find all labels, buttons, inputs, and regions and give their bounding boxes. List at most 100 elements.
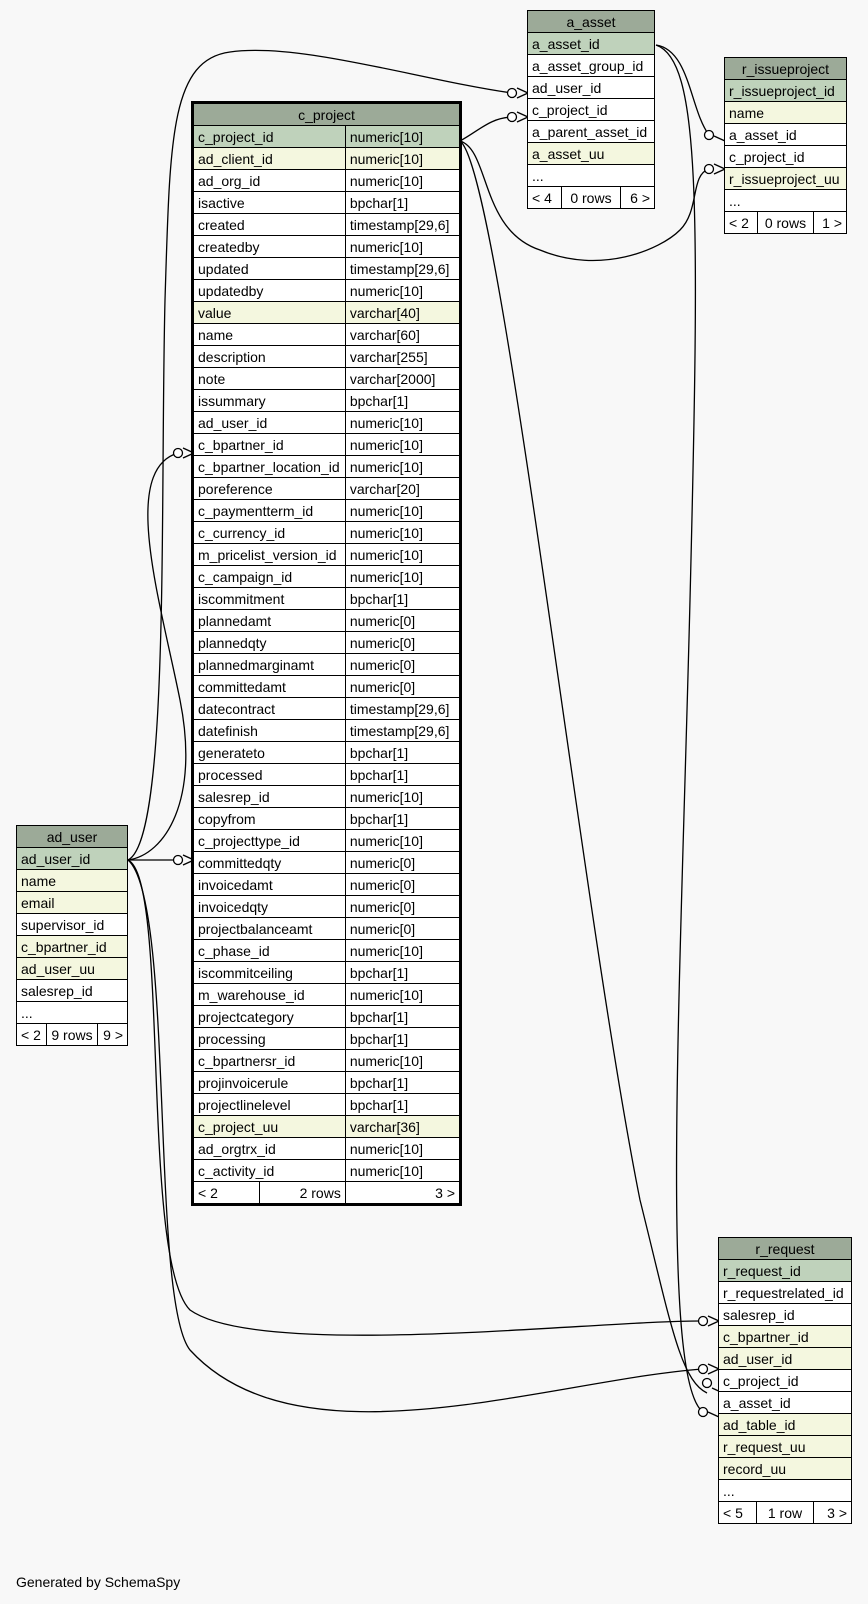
- column-row[interactable]: ad_table_id: [718, 1413, 852, 1436]
- column-name: generateto: [193, 741, 346, 764]
- column-row[interactable]: ad_user_uu: [16, 957, 128, 980]
- column-name: projectcategory: [193, 1005, 346, 1028]
- column-row[interactable]: c_project_id: [527, 98, 655, 121]
- table-header[interactable]: c_project: [193, 103, 460, 126]
- column-row[interactable]: r_requestrelated_id: [718, 1281, 852, 1304]
- column-row[interactable]: ...: [16, 1001, 128, 1024]
- column-row[interactable]: ...: [718, 1479, 852, 1502]
- column-type: numeric[10]: [344, 235, 461, 258]
- column-row[interactable]: c_project_id: [718, 1369, 852, 1392]
- table-header[interactable]: ad_user: [16, 825, 128, 848]
- column-row[interactable]: c_bpartner_id: [718, 1325, 852, 1348]
- column-row[interactable]: ad_user_id: [527, 76, 655, 99]
- column-row[interactable]: c_project_id: [724, 145, 847, 168]
- column-row[interactable]: ad_user_id: [16, 847, 128, 870]
- column-row[interactable]: a_asset_id: [718, 1391, 852, 1414]
- column-type: numeric[0]: [344, 851, 461, 874]
- column-row[interactable]: ad_user_id: [718, 1347, 852, 1370]
- column-row[interactable]: a_asset_uu: [527, 142, 655, 165]
- column-row[interactable]: a_asset_id: [527, 32, 655, 55]
- column-row[interactable]: supervisor_id: [16, 913, 128, 936]
- column-row[interactable]: email: [16, 891, 128, 914]
- column-name: ad_user_uu: [16, 957, 128, 980]
- table-header[interactable]: r_issueproject: [724, 57, 847, 80]
- column-row[interactable]: ...: [724, 189, 847, 212]
- column-row[interactable]: c_bpartner_id: [16, 935, 128, 958]
- column-row[interactable]: r_request_uu: [718, 1435, 852, 1458]
- table-header[interactable]: a_asset: [527, 10, 655, 33]
- column-row[interactable]: name: [724, 101, 847, 124]
- column-row[interactable]: a_parent_asset_id: [527, 120, 655, 143]
- column-row[interactable]: name: [16, 869, 128, 892]
- column-row[interactable]: a_asset_group_id: [527, 54, 655, 77]
- column-name: updatedby: [193, 279, 346, 302]
- column-name: plannedqty: [193, 631, 346, 654]
- column-name: invoicedamt: [193, 873, 346, 896]
- column-row[interactable]: salesrep_id: [718, 1303, 852, 1326]
- column-row[interactable]: r_issueproject_uu: [724, 167, 847, 190]
- column-row[interactable]: ...: [527, 164, 655, 187]
- column-row[interactable]: r_issueproject_id: [724, 79, 847, 102]
- column-type: bpchar[1]: [344, 741, 461, 764]
- column-row[interactable]: a_asset_id: [724, 123, 847, 146]
- column-row[interactable]: record_uu: [718, 1457, 852, 1480]
- table-header[interactable]: r_request: [718, 1237, 852, 1260]
- column-row[interactable]: r_request_id: [718, 1259, 852, 1282]
- column-row[interactable]: salesrep_id: [16, 979, 128, 1002]
